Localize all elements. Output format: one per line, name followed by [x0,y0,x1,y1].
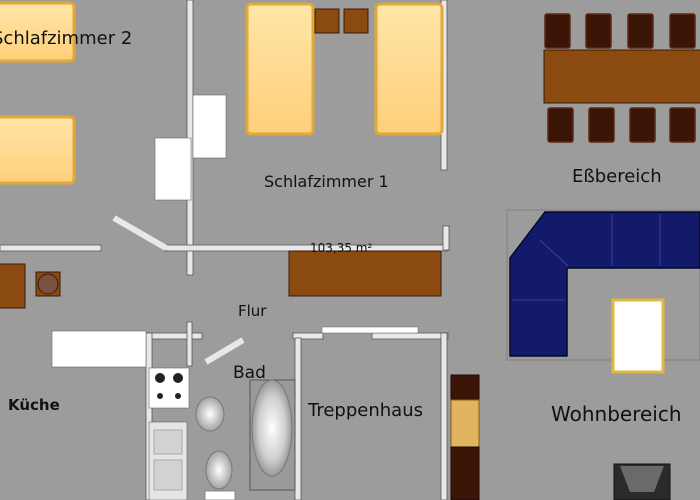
dining-chair [547,107,574,143]
wall-stair-top [371,332,449,340]
walls [0,0,450,500]
nightstand-right [343,8,369,34]
nightstand-left [314,8,340,34]
kitchen-counter-top [51,330,147,368]
kitchen-stool [37,273,59,295]
room-label-wohnbereich: Wohnbereich [551,402,682,426]
living-area-outline [506,209,700,361]
dining-chair [588,107,615,143]
room-label-schlafzimmer-2: Schlafzimmer 2 [0,28,132,49]
toilet [205,450,233,490]
doors [51,94,419,368]
wall-stair-right [440,332,448,500]
hall-cabinet [288,250,442,297]
kitchen-sink-basin [153,429,183,455]
door-sz2 [192,94,227,159]
dining-chairs-bottom [547,107,696,143]
bed-sz1-right [374,2,444,136]
wall-bath-top-left [147,332,203,340]
bed-sz2-top [0,1,76,63]
room-label-schlafzimmer-1: Schlafzimmer 1 [264,172,389,191]
bathtub [251,379,293,477]
wall-bath-top-right [292,332,324,340]
wall-stub-right [442,225,450,251]
dining-chair [544,13,571,49]
door-stair [321,326,419,334]
bathroom-sink [195,396,225,432]
stove [148,367,190,409]
stair-bottom [450,446,480,500]
area-label: 103,35 m² [310,241,372,255]
wall-bath-left [145,332,153,500]
wall-horizontal-center [164,244,449,252]
room-label-bad: Bad [233,363,266,383]
corner-sofa [509,211,700,357]
dining-chair [629,107,656,143]
wall-vertical-left-top [186,0,194,276]
dining-chair [585,13,612,49]
dining-chair [627,13,654,49]
room-label-treppenhaus: Treppenhaus [307,400,423,421]
kitchen-sink-basin [153,459,183,491]
bathroom-fixtures [195,379,296,500]
wall-bath-stair [294,337,302,500]
dining-chair [669,13,696,49]
room-label-essbereich: Eßbereich [572,166,662,187]
bed-sz1-left [245,2,315,136]
living-furniture [506,209,700,500]
stairwell [450,374,480,500]
door-sz2-leaf [154,137,192,201]
room-label-kueche: Küche [8,396,60,414]
wall-horizontal-left [0,244,102,252]
dining-furniture [543,13,700,143]
sofa-seams [512,214,661,301]
kitchen-table [0,263,26,309]
dining-chair [669,107,696,143]
door-swing-bath [204,337,245,365]
bed-sz2-bottom [0,115,76,185]
door-swing-left [112,215,168,251]
stove-burners [155,373,183,399]
coffee-table [611,298,665,374]
tv-screen [620,466,664,492]
bedroom-2-furniture [0,1,76,185]
stair-top [450,374,480,401]
dining-table [543,49,700,104]
wall-pillar [186,321,193,367]
room-label-flur: Flur [238,302,267,320]
dining-chairs-top [544,13,696,49]
bedroom-1-furniture [245,2,444,136]
stair-middle [450,399,480,448]
toilet-tank [204,490,236,500]
kitchen-furniture [0,263,190,500]
